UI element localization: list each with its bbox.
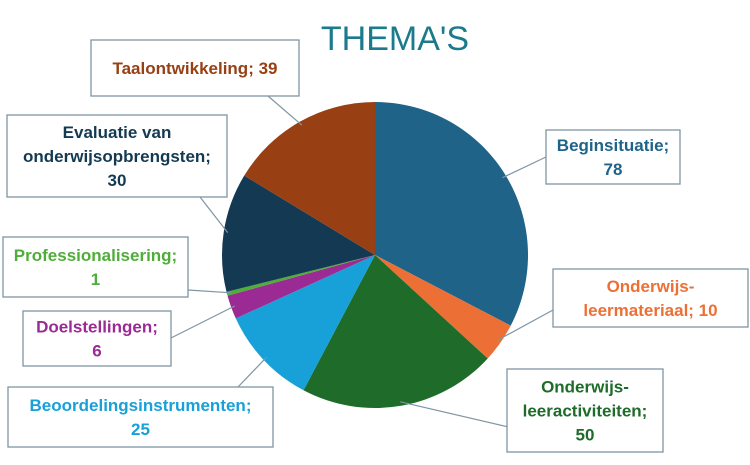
leader-line-8 [267,95,303,126]
pie-slice-3 [303,255,488,409]
data-label-text: Evaluatie van [63,123,172,142]
callout-box [506,368,664,453]
data-label-4: Beoordelingsinstrumenten; 25 [7,386,274,448]
data-label-6: Professionalisering; 1 [2,236,189,298]
leader-line-6 [187,289,231,294]
data-label-text: Taalontwikkeling; 39 [112,59,277,78]
callout-box [7,386,274,448]
data-label-text: 30 [108,171,127,190]
data-label-text: Onderwijs- [541,378,629,397]
data-label-1: Beginsituatie; 78 [545,129,681,185]
pie-slice-8 [244,102,375,255]
data-label-5: Doelstellingen; 6 [22,310,172,367]
pie-slice-6 [226,255,375,296]
data-label-text: 1 [91,270,100,289]
data-label-text: Beoordelingsinstrumenten; [30,396,252,415]
data-label-text: Doelstellingen; [36,318,158,337]
callout-box [22,310,172,367]
data-label-text: 6 [92,342,101,361]
data-label-text: 78 [604,160,623,179]
callout-box [545,129,681,185]
leader-line-7 [199,196,229,233]
pie-slice-2 [375,255,511,359]
data-label-3: Onderwijs-leeractiviteiten; 50 [506,368,664,453]
leader-line-1 [502,156,547,179]
pie-slice-4 [235,255,375,391]
data-label-2: Onderwijs-leermateriaal; 10 [552,268,749,328]
leader-line-2 [496,309,554,342]
data-label-text: Beginsituatie; [557,136,669,155]
data-label-7: Evaluatie van onderwijsopbrengsten; 30 [6,114,228,198]
data-label-text: leeractiviteiten; [523,402,648,421]
pie-slice-1 [375,101,529,326]
chart-title: THEMA'S [321,20,469,58]
data-label-text: leermateriaal; 10 [583,301,717,320]
pie-slice-7 [222,175,375,292]
data-label-text: onderwijsopbrengsten; [23,147,211,166]
callout-box [2,236,189,298]
callout-box [552,268,749,328]
leader-line-5 [170,305,236,339]
leader-line-4 [237,356,268,388]
data-label-text: Professionalisering; [14,246,177,265]
data-label-text: Onderwijs- [607,277,695,296]
pie-slice-5 [227,255,375,319]
data-label-8: Taalontwikkeling; 39 [90,39,300,97]
data-label-text: 25 [131,420,150,439]
callout-box [6,114,228,198]
data-label-text: 50 [576,426,595,445]
callout-leaders [170,95,554,433]
callout-box [90,39,300,97]
pie-slices [222,101,529,409]
callout-labels: Beginsituatie; 78Onderwijs-leermateriaal;… [2,39,749,453]
